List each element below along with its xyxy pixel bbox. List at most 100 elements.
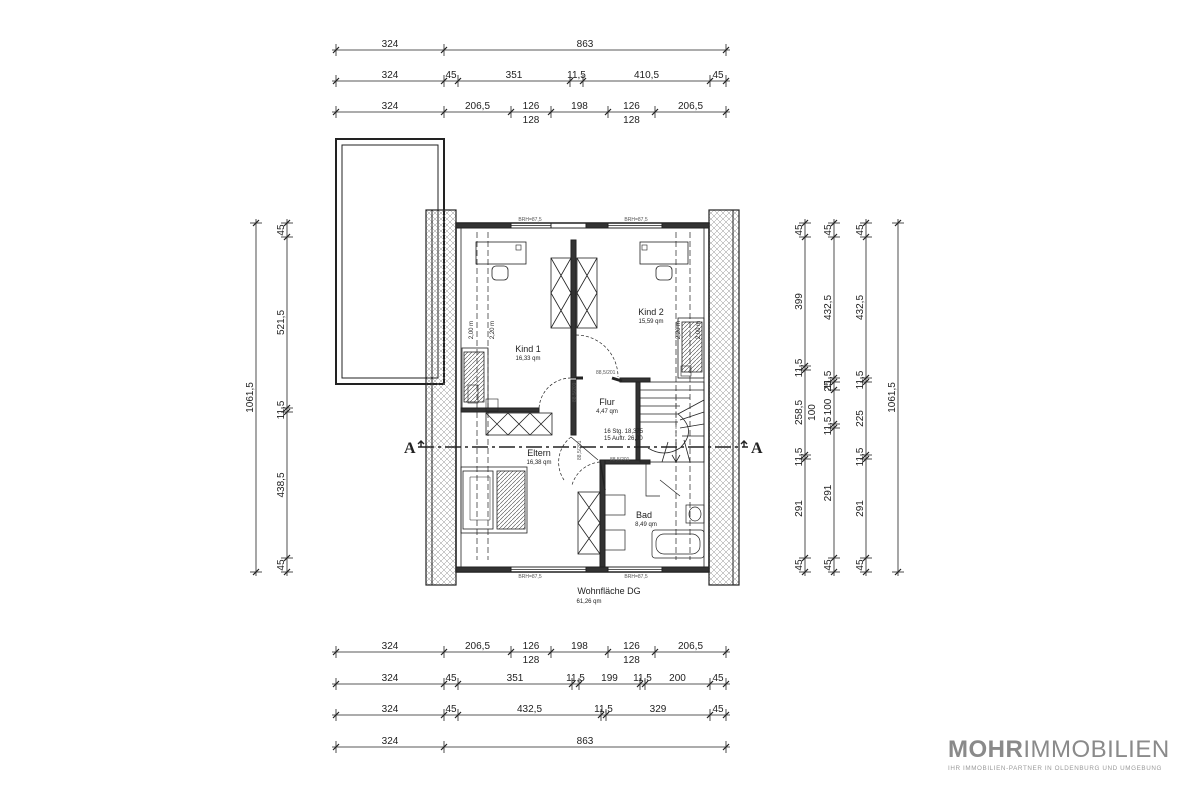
door-bad: 88,5/201 [610,457,630,463]
dimension-slash [283,233,291,241]
brh-bottom-left: BRH=87,5 [518,574,541,580]
dimension-slash [332,77,340,85]
dimension-label: 351 [506,70,523,81]
bed-kind1 [461,347,489,409]
windows [510,222,663,573]
dimension-slash [862,219,870,227]
dimension-label: 1061,5 [887,382,898,413]
room-bad-area: 8,49 qm [635,522,657,528]
dimension-label: 521,5 [276,310,287,335]
section-label-right: A [751,440,763,457]
dimension-label: 410,5 [634,70,659,81]
staircase [639,381,705,463]
room-bad-name: Bad [636,510,652,520]
dimension-slash [862,455,870,463]
dimension-label: 45 [276,559,287,571]
dimension-label: 11,5 [823,370,834,389]
dimension-label: 324 [382,736,399,747]
room-flur-area: 4,47 qm [596,409,618,415]
dimension-slash [830,219,838,227]
dimension-slash [801,366,809,374]
chair-kind2 [655,265,673,281]
dimension-label: 324 [382,704,399,715]
logo-brand-light: IMMOBILIEN [1023,736,1170,763]
dimension-slash [862,378,870,386]
bathroom-fixtures [604,464,705,559]
dimension-label: 206,5 [465,101,490,112]
dimension-slash [547,648,555,656]
section-label-left: A [404,440,416,457]
dimension-slash [252,568,260,576]
dimension-label: 200 [669,673,686,684]
floor-drawing [335,138,748,586]
dimension-slash [454,711,462,719]
plan-labels: A A Kind 1 16,33 qm Kind 2 15,59 qm Flur… [404,217,763,605]
dimension-slash [830,386,838,394]
dimension-label: 45 [712,673,724,684]
dimension-slash [332,743,340,751]
dimension-sublabel: 128 [623,115,640,126]
dimension-label: 11,5 [567,70,586,81]
room-kind2-area: 15,59 qm [638,319,663,325]
dimension-slash [830,554,838,562]
living-area-value: 61,26 qm [576,599,601,605]
dimension-slash [332,108,340,116]
chair-kind1 [491,265,509,281]
dimension-label: 11,5 [794,358,805,377]
dimension-label: 45 [794,559,805,571]
dimension-label: 206,5 [678,641,703,652]
dimension-slash [801,219,809,227]
dimension-slash [830,420,838,428]
dimension-slash [332,46,340,54]
dimension-label: 11,5 [794,447,805,466]
dimension-slash [252,219,260,227]
dimension-slash [507,108,515,116]
dimension-slash [566,77,574,85]
door-kind1: 88,5/201 [572,382,578,402]
dimension-label: 291 [794,500,805,517]
dimension-slash [641,680,649,688]
dimension-label: 206,5 [465,641,490,652]
dimension-slash [830,424,838,432]
dimension-label: 45 [855,224,866,236]
dimension-slash [722,108,730,116]
outer-wall [455,222,710,573]
dimension-slash [862,554,870,562]
wall-kind-partition [570,239,577,379]
dimension-label: 438,5 [276,472,287,497]
wall-bottom-mid [585,566,609,573]
brh-top-left: BRH=87,5 [518,217,541,223]
door-eltern: 88,5/201 [577,440,583,460]
dimension-slash [283,554,291,562]
dimension-slash [830,378,838,386]
dimension-slash [706,711,714,719]
desk-kind1 [475,241,527,265]
dimension-label: 329 [650,704,667,715]
dimension-slash [801,455,809,463]
dimension-label: 198 [571,101,588,112]
dimension-label: 45 [794,224,805,236]
dimension-label: 324 [382,101,399,112]
bed-eltern [460,466,528,534]
dimension-slash [706,77,714,85]
dimension-sublabel: 128 [523,655,540,666]
desk-kind2 [639,241,689,265]
dimension-slash [801,568,809,576]
roof-wall-left [425,209,457,586]
dimension-label: 126 [523,641,540,652]
wall-top-left [455,222,512,229]
dimension-slash [283,219,291,227]
dimension-label: 11,5 [566,673,585,684]
dimension-slash [830,374,838,382]
dimension-slash [440,648,448,656]
wall-bottom-right [661,566,710,573]
dimension-slash [575,680,583,688]
dimension-label: 432,5 [855,295,866,320]
dimension-label: 198 [571,641,588,652]
dimension-slash [722,743,730,751]
dimension-slash [894,219,902,227]
dimension-slash [722,711,730,719]
dimension-label: 11,5 [594,704,613,715]
brh-top-right: BRH=87,5 [624,217,647,223]
